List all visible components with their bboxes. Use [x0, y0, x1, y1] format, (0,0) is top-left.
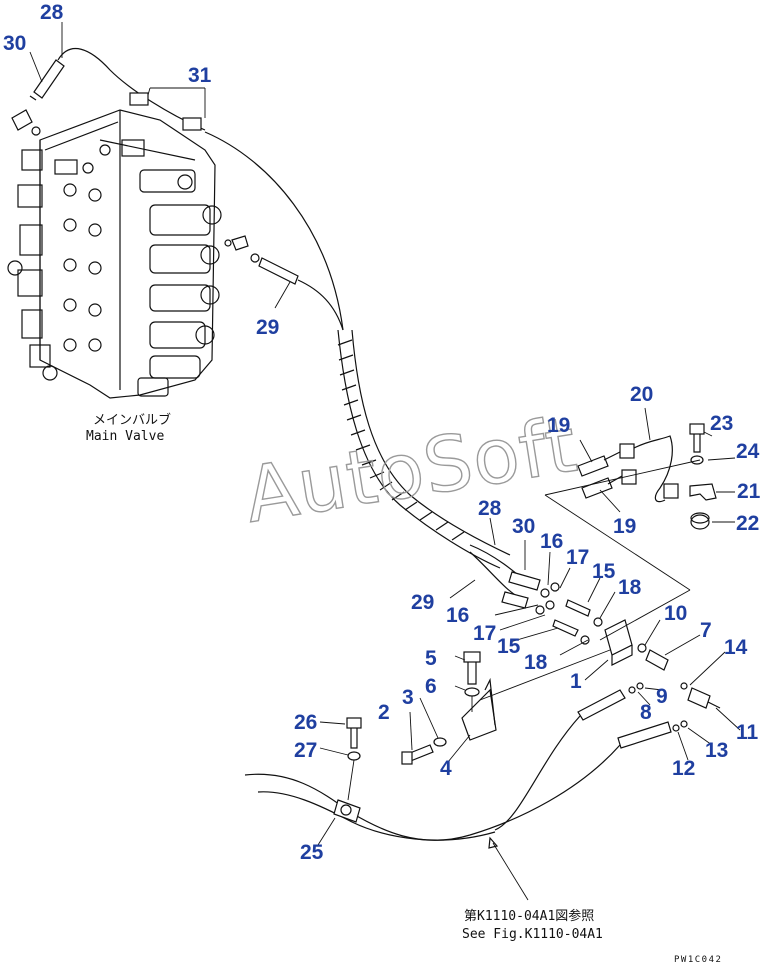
- callout-8: 8: [640, 701, 652, 724]
- callout-27: 27: [294, 739, 317, 762]
- callout-28-bottom: 28: [478, 497, 502, 520]
- drawing-code: PW1C042: [674, 955, 722, 965]
- callout-23: 23: [710, 412, 733, 435]
- main-valve-label-en: Main Valve: [86, 429, 164, 444]
- callout-9: 9: [656, 685, 668, 708]
- callout-7: 7: [700, 619, 712, 642]
- callout-31: 31: [188, 64, 212, 87]
- callout-16-upper: 16: [540, 530, 563, 553]
- callout-6: 6: [425, 675, 437, 698]
- see-fig-label-jp: 第K1110-04A1図参照: [464, 908, 594, 924]
- sensor-harness-drawing: [544, 423, 717, 641]
- callout-14: 14: [724, 636, 748, 659]
- callout-numbers: 28 30 31 29 19 20 23 24 21 22 19 28 30 1…: [3, 1, 761, 864]
- callout-13: 13: [705, 739, 728, 762]
- callout-19-upper: 19: [547, 414, 570, 437]
- callout-10: 10: [664, 602, 687, 625]
- callout-25: 25: [300, 841, 324, 864]
- callout-1: 1: [570, 670, 582, 693]
- callout-4: 4: [440, 757, 452, 780]
- callout-19-lower: 19: [613, 515, 636, 538]
- see-fig-label-en: See Fig.K1110-04A1: [462, 927, 603, 942]
- callout-17-lower: 17: [473, 622, 496, 645]
- callout-12: 12: [672, 757, 695, 780]
- callout-18-lower: 18: [524, 651, 548, 674]
- callout-16-lower: 16: [446, 604, 469, 627]
- callout-18-upper: 18: [618, 576, 642, 599]
- callout-20: 20: [630, 383, 653, 406]
- callout-29-bottom: 29: [411, 591, 434, 614]
- callout-29-top: 29: [256, 316, 279, 339]
- callout-28-top: 28: [40, 1, 64, 24]
- callout-30-top: 30: [3, 32, 26, 55]
- callout-5: 5: [425, 647, 437, 670]
- main-valve-drawing: [7, 109, 249, 399]
- callout-15-lower: 15: [497, 635, 521, 658]
- callout-leaders: [29, 22, 741, 846]
- callout-21: 21: [737, 480, 761, 503]
- callout-3: 3: [402, 686, 414, 709]
- callout-24: 24: [736, 440, 760, 463]
- tubes-and-hoses: [29, 48, 721, 901]
- main-valve-label-jp: メインバルブ: [93, 412, 171, 428]
- callout-17-upper: 17: [566, 546, 589, 569]
- callout-30-bottom: 30: [512, 515, 535, 538]
- callout-26: 26: [294, 711, 317, 734]
- callout-2: 2: [378, 701, 390, 724]
- callout-11: 11: [736, 721, 759, 744]
- callout-15-upper: 15: [592, 560, 616, 583]
- callout-22: 22: [736, 512, 759, 535]
